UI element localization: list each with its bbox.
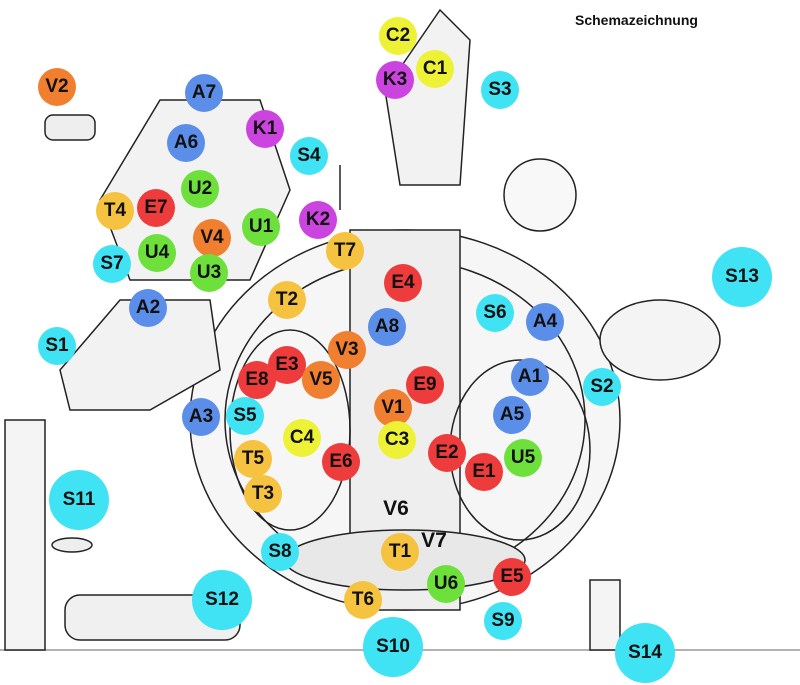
marker-c3: C3 <box>378 421 416 459</box>
marker-c1: C1 <box>416 50 454 88</box>
marker-k3: K3 <box>376 61 414 99</box>
marker-u4: U4 <box>138 234 176 272</box>
marker-t2: T2 <box>268 281 306 319</box>
marker-u1: U1 <box>242 208 280 246</box>
marker-s3: S3 <box>481 71 519 109</box>
diagram-title: Schemazeichnung <box>575 12 698 28</box>
marker-e6: E6 <box>322 443 360 481</box>
marker-v1: V1 <box>374 389 412 427</box>
right-pod <box>599 299 721 381</box>
marker-k1: K1 <box>246 110 284 148</box>
marker-s11: S11 <box>49 470 109 530</box>
marker-s5: S5 <box>226 397 264 435</box>
marker-a4: A4 <box>526 303 564 341</box>
marker-v3: V3 <box>328 331 366 369</box>
marker-a3: A3 <box>182 398 220 436</box>
marker-s7: S7 <box>93 245 131 283</box>
marker-s6: S6 <box>476 294 514 332</box>
marker-k2: K2 <box>299 201 337 239</box>
left-tower <box>4 419 46 651</box>
marker-e7: E7 <box>137 189 175 227</box>
marker-s2: S2 <box>583 368 621 406</box>
marker-u5: U5 <box>504 439 542 477</box>
label-v6: V6 <box>383 497 409 520</box>
marker-v2: V2 <box>38 68 76 106</box>
marker-s12: S12 <box>192 570 252 630</box>
label-v7: V7 <box>421 529 447 552</box>
marker-a7: A7 <box>185 74 223 112</box>
marker-t7: T7 <box>326 232 364 270</box>
marker-e4: E4 <box>384 264 422 302</box>
marker-s10: S10 <box>363 617 423 677</box>
marker-u6: U6 <box>427 565 465 603</box>
marker-s1: S1 <box>38 327 76 365</box>
marker-v5: V5 <box>302 361 340 399</box>
marker-a2: A2 <box>129 289 167 327</box>
marker-t5: T5 <box>234 440 272 478</box>
marker-t1: T1 <box>381 533 419 571</box>
marker-c4: C4 <box>283 419 321 457</box>
top-module <box>384 8 471 186</box>
marker-t4: T4 <box>96 192 134 230</box>
marker-t6: T6 <box>344 581 382 619</box>
marker-e5: E5 <box>493 558 531 596</box>
marker-s13: S13 <box>712 247 772 307</box>
marker-s14: S14 <box>615 623 675 683</box>
marker-s4: S4 <box>290 137 328 175</box>
marker-e2: E2 <box>428 434 466 472</box>
marker-t3: T3 <box>244 475 282 513</box>
marker-e9: E9 <box>406 366 444 404</box>
marker-a5: A5 <box>493 396 531 434</box>
marker-c2: C2 <box>379 17 417 55</box>
marker-a6: A6 <box>167 124 205 162</box>
marker-u2: U2 <box>181 170 219 208</box>
marker-s8: S8 <box>261 533 299 571</box>
marker-a1: A1 <box>511 358 549 396</box>
marker-e1: E1 <box>465 453 503 491</box>
right-tower <box>589 579 621 651</box>
sphere-module <box>503 158 577 232</box>
marker-v4: V4 <box>193 219 231 257</box>
marker-e8: E8 <box>238 361 276 399</box>
marker-s9: S9 <box>484 602 522 640</box>
marker-u3: U3 <box>190 254 228 292</box>
marker-a8: A8 <box>368 308 406 346</box>
